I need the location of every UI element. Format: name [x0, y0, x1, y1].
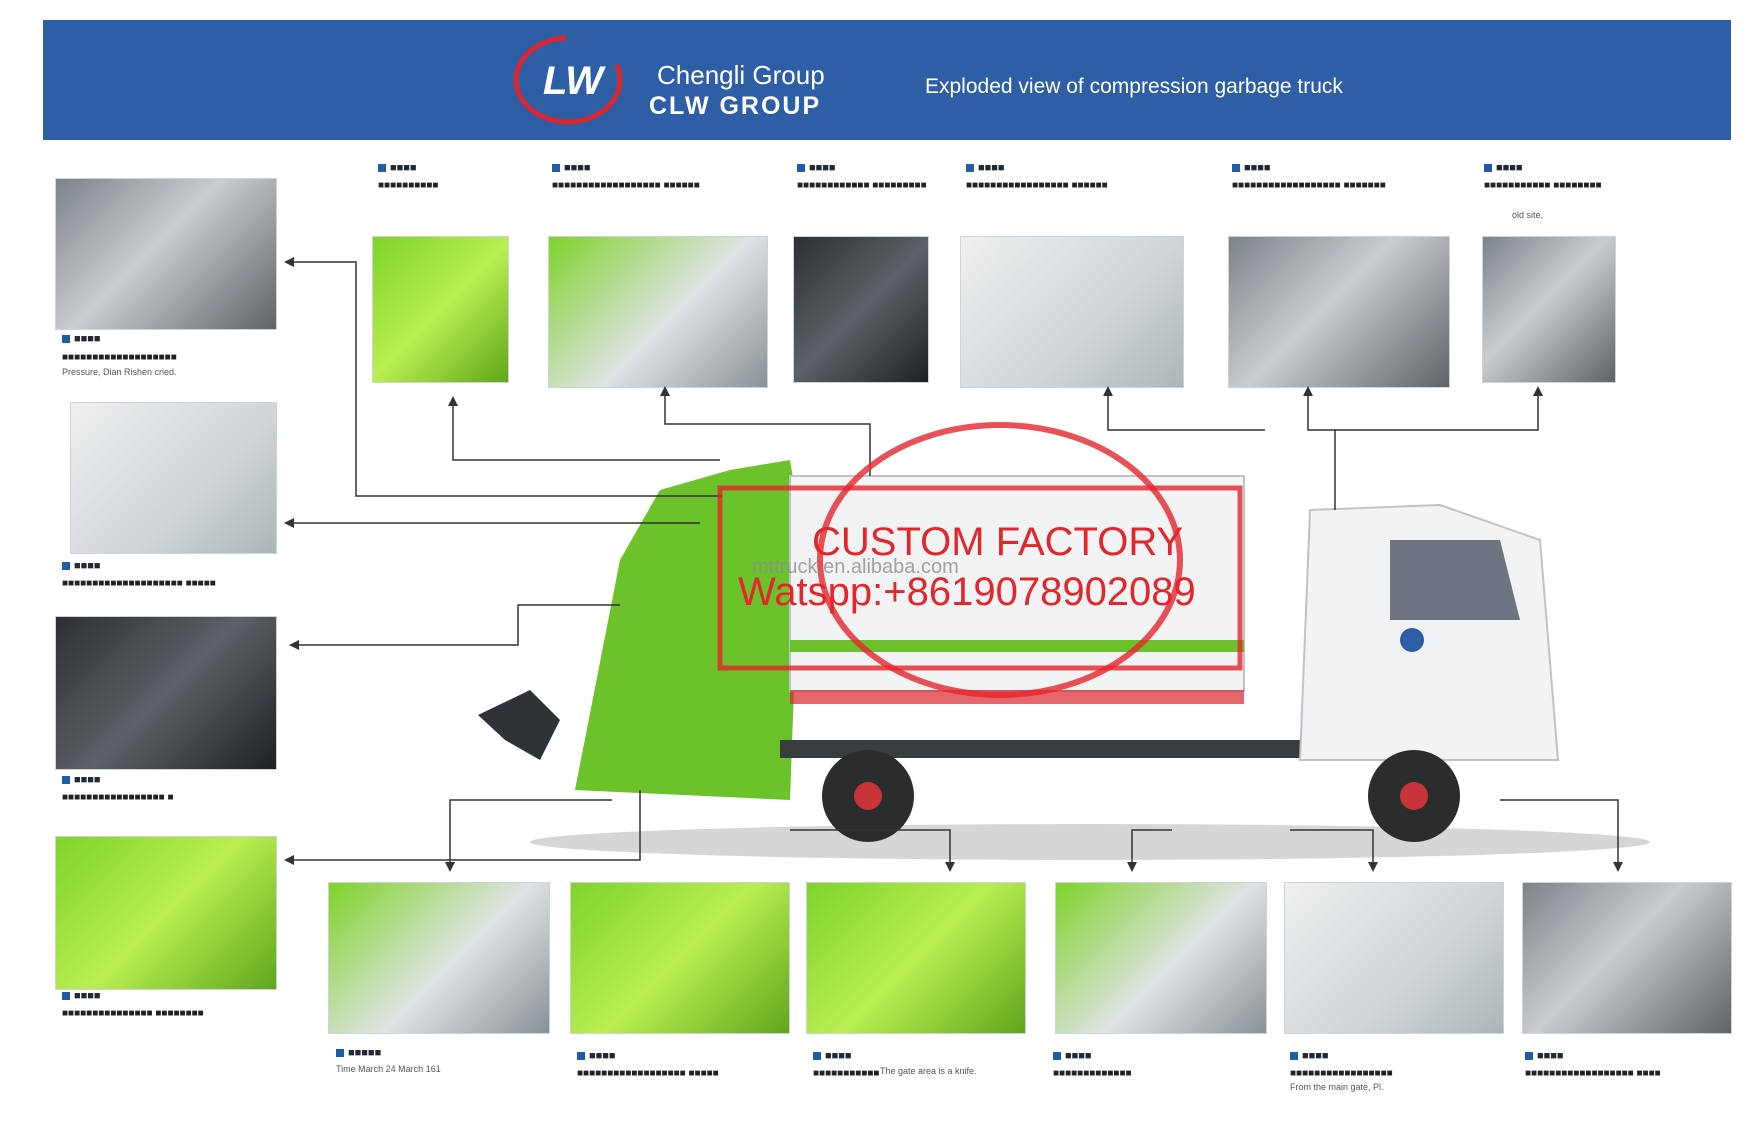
- caption-text-top-3: ■■■■■■■■■■■■ ■■■■■■■■■: [797, 180, 927, 191]
- photo-bottom-6: [1522, 882, 1732, 1034]
- caption-text-left-4: ■■■■■■■■■■■■■■■ ■■■■■■■■: [62, 1008, 204, 1019]
- caption-text-top-6: ■■■■■■■■■■■ ■■■■■■■■: [1484, 180, 1602, 191]
- caption-text-left-2: ■■■■■■■■■■■■■■■■■■■■ ■■■■■: [62, 578, 216, 589]
- photo-top-4: [960, 236, 1184, 388]
- photo-bottom-5: [1284, 882, 1504, 1034]
- caption-small-bottom-5: From the main gate, Pl.: [1290, 1082, 1384, 1092]
- caption-text-bottom-3: ■■■■■■■■■■■: [813, 1068, 880, 1079]
- caption-text-top-1: ■■■■■■■■■■: [378, 180, 439, 191]
- photo-bottom-1: [328, 882, 550, 1034]
- photo-bottom-4: [1055, 882, 1267, 1034]
- truck-shadow: [530, 824, 1650, 860]
- connector-lines: [288, 261, 1619, 868]
- photo-top-3: [793, 236, 929, 383]
- photo-top-6: [1482, 236, 1616, 383]
- photo-bottom-3: [806, 882, 1026, 1034]
- header-banner: LW Chengli Group CLW GROUP Exploded view…: [43, 20, 1731, 140]
- svg-text:LW: LW: [543, 59, 606, 103]
- caption-text-bottom-6: ■■■■■■■■■■■■■■■■■■ ■■■■: [1525, 1068, 1661, 1079]
- caption-text-bottom-4: ■■■■■■■■■■■■■: [1053, 1068, 1132, 1079]
- rear-lift-arm: [478, 690, 560, 760]
- cab-window: [1390, 540, 1520, 620]
- photo-top-2: [548, 236, 768, 388]
- caption-head-top-5: ■■■■: [1232, 162, 1271, 174]
- caption-head-bottom-1: ■■■■■: [336, 1047, 381, 1059]
- cab-badge-icon: [1400, 628, 1424, 652]
- stamp-circle: [817, 422, 1183, 698]
- caption-small-top-6: old site,: [1512, 210, 1544, 220]
- watermark-line-2: Watspp:+8619078902089: [738, 570, 1196, 614]
- caption-head-left-3: ■■■■: [62, 774, 101, 786]
- caption-head-left-4: ■■■■: [62, 990, 101, 1002]
- caption-head-bottom-5: ■■■■: [1290, 1050, 1329, 1062]
- caption-text-bottom-5: ■■■■■■■■■■■■■■■■■: [1290, 1068, 1393, 1079]
- watermark-line-1: CUSTOM FACTORY: [812, 520, 1184, 564]
- body-stripe: [790, 640, 1244, 652]
- caption-small-left-1: Pressure, Dian Rishen cried.: [62, 367, 177, 377]
- compactor-tailgate: [575, 460, 800, 800]
- photo-sensor: [55, 178, 277, 330]
- watermark-site: mttruck.en.alibaba.com: [752, 556, 959, 578]
- page-title: Exploded view of compression garbage tru…: [925, 75, 1343, 98]
- caption-head-bottom-6: ■■■■: [1525, 1050, 1564, 1062]
- photo-wiring: [70, 402, 277, 554]
- caption-head-bottom-2: ■■■■: [577, 1050, 616, 1062]
- caption-text-top-5: ■■■■■■■■■■■■■■■■■■ ■■■■■■■: [1232, 180, 1386, 191]
- caption-text-left-3: ■■■■■■■■■■■■■■■■■ ■: [62, 792, 174, 803]
- caption-head-top-4: ■■■■: [966, 162, 1005, 174]
- caption-text-left-1: ■■■■■■■■■■■■■■■■■■■: [62, 352, 177, 363]
- front-hub: [1400, 782, 1428, 810]
- caption-head-top-2: ■■■■: [552, 162, 591, 174]
- caption-text-top-2: ■■■■■■■■■■■■■■■■■■ ■■■■■■: [552, 180, 700, 191]
- caption-text-bottom-2: ■■■■■■■■■■■■■■■■■■ ■■■■■: [577, 1068, 719, 1079]
- caption-head-top-1: ■■■■: [378, 162, 417, 174]
- photo-bottom-2: [570, 882, 790, 1034]
- photo-top-5: [1228, 236, 1450, 388]
- caption-head-left-2: ■■■■: [62, 560, 101, 572]
- caption-head-top-6: ■■■■: [1484, 162, 1523, 174]
- caption-small-bottom-1: Time March 24 March 161: [336, 1064, 441, 1074]
- caption-head-top-3: ■■■■: [797, 162, 836, 174]
- photo-hose: [55, 616, 277, 770]
- clw-logo-icon: LW: [513, 35, 623, 125]
- stamp-box: [717, 485, 1243, 671]
- photo-body-corner: [55, 836, 277, 990]
- caption-text-top-4: ■■■■■■■■■■■■■■■■■ ■■■■■■: [966, 180, 1108, 191]
- rear-hub: [854, 782, 882, 810]
- brand-name: Chengli Group: [657, 60, 825, 90]
- caption-small-bottom-3: The gate area is a knife.: [880, 1066, 977, 1076]
- brand-name-2: CLW GROUP: [649, 92, 822, 120]
- photo-top-1: [372, 236, 509, 383]
- caption-head-bottom-4: ■■■■: [1053, 1050, 1092, 1062]
- caption-head-left-1: ■■■■: [62, 333, 101, 345]
- caption-head-bottom-3: ■■■■: [813, 1050, 852, 1062]
- connector-arrowheads: [284, 257, 1623, 872]
